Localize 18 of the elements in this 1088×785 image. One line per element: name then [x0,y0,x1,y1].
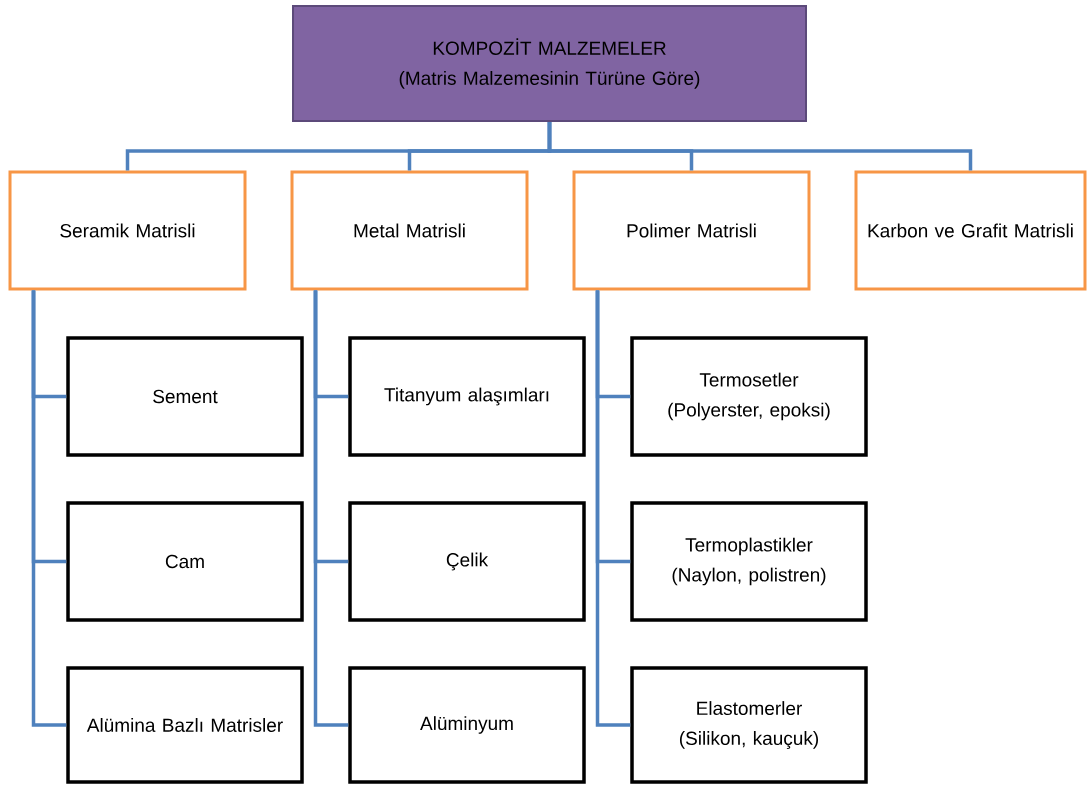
category-box: Elastomerler (Silikon, kauçuk) [630,666,868,784]
connector-line [595,290,631,727]
category-box: Alümina Bazlı Matrisler [66,666,304,784]
connector-line [313,290,349,727]
category-box: Çelik [348,501,586,622]
category-box: Polimer Matrisli [572,170,811,291]
category-box: Alüminyum [348,666,586,784]
connector-line [547,122,973,171]
category-box: Termosetler (Polyerster, epoksi) [630,336,868,457]
category-box: Cam [66,501,304,622]
category-box: Termoplastikler (Naylon, polistren) [630,501,868,622]
connector-line [31,290,67,727]
category-box: Sement [66,336,304,457]
category-box: Karbon ve Grafit Matrisli [854,170,1087,291]
category-box: KOMPOZİT MALZEMELER (Matris Malzemesinin Türüne Göre) [292,5,807,122]
category-box: Titanyum alaşımları [348,336,586,457]
category-box: Seramik Matrisli [8,170,247,291]
category-box: Metal Matrisli [290,170,529,291]
